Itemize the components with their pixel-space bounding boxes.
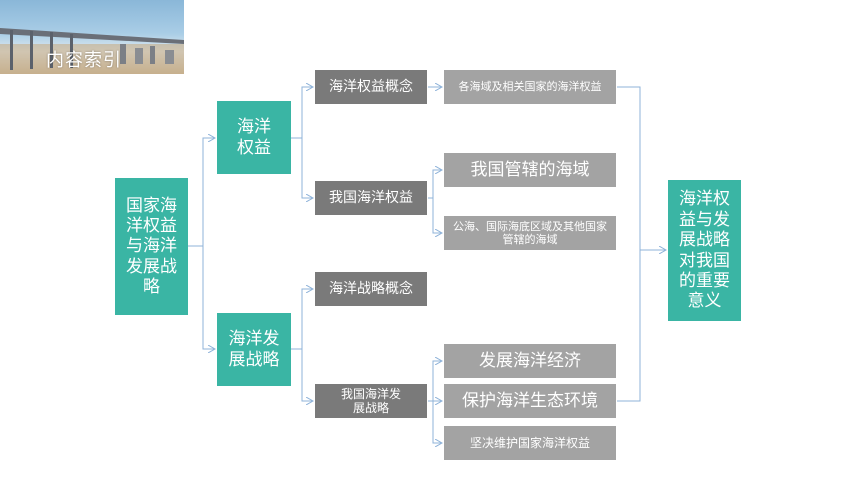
- root-node: 国家海洋权益与海洋发展战略: [115, 178, 188, 315]
- section-title: 内容索引: [46, 50, 122, 71]
- node-china-strategy: 我国海洋发展战略: [315, 384, 427, 418]
- node-ocean-rights: 海洋权益: [217, 101, 291, 174]
- node-defend-rights: 坚决维护国家海洋权益: [444, 426, 616, 460]
- node-ocean-strategy: 海洋发展战略: [217, 313, 291, 386]
- node-china-jurisdiction: 我国管辖的海域: [444, 153, 616, 187]
- node-develop-economy: 发展海洋经济: [444, 344, 616, 378]
- header-banner-image: 内容索引: [0, 0, 184, 74]
- node-significance: 海洋权益与发展战略对我国的重要意义: [668, 180, 741, 321]
- node-strategy-concept: 海洋战略概念: [315, 272, 427, 306]
- node-china-rights: 我国海洋权益: [315, 181, 427, 215]
- node-rights-concept: 海洋权益概念: [315, 70, 427, 104]
- node-protect-ecology: 保护海洋生态环境: [444, 384, 616, 418]
- node-rights-concept-detail: 各海域及相关国家的海洋权益: [444, 70, 616, 104]
- bridge-illustration: [0, 28, 184, 74]
- node-high-seas: 公海、国际海底区域及其他国家管辖的海域: [444, 216, 616, 250]
